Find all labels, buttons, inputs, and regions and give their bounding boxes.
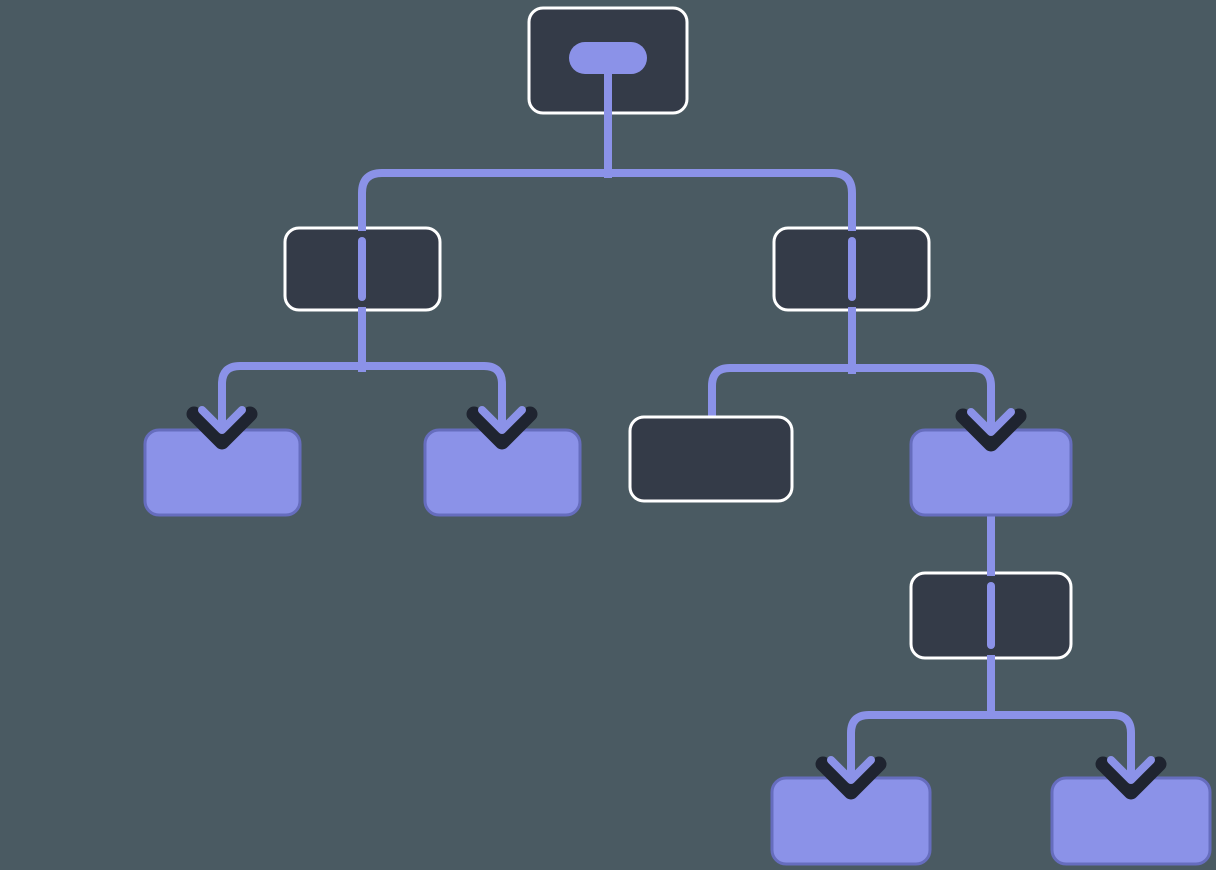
connector-left-branch-bus [218, 362, 506, 434]
arrowhead-down-icon [815, 750, 887, 800]
arrowhead-shadow [955, 408, 1027, 452]
arrowhead-shadow [1095, 756, 1167, 800]
pill-icon [569, 42, 647, 74]
arrowhead-tip [967, 402, 1015, 436]
node-leaf-right-dark[interactable] [628, 415, 794, 503]
arrowhead-tip [1107, 750, 1155, 784]
arrowhead-tip [198, 400, 246, 434]
nodes [143, 6, 1212, 866]
arrowhead-shadow [186, 406, 258, 450]
arrowhead-down-icon [955, 402, 1027, 452]
arrowhead-tip [478, 400, 526, 434]
node-icons [358, 42, 995, 665]
connector-level1-bus [358, 169, 856, 374]
arrowhead-down-icon [466, 400, 538, 450]
arrowhead-shadow [815, 756, 887, 800]
connector-right-branch-bus [708, 364, 995, 434]
arrowhead-tip [827, 750, 875, 784]
arrowhead-down-icon [186, 400, 258, 450]
arrowhead-down-icon [1095, 750, 1167, 800]
arrowheads [186, 400, 1167, 800]
connector-bottom-bus [847, 711, 1135, 782]
arrowhead-shadow [466, 406, 538, 450]
